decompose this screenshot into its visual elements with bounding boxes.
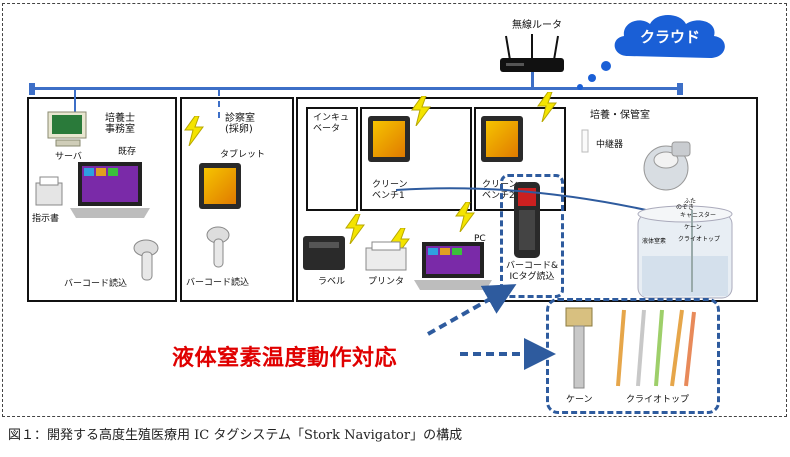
laptop-office-icon <box>70 162 150 218</box>
cryotop-label: クライオトップ <box>626 395 690 405</box>
cloud-icon <box>614 15 725 58</box>
barcode-ic-label: バーコード& ICタグ読込 <box>506 261 559 282</box>
printer-lab-label: プリンタ <box>368 277 405 287</box>
router-label: 無線ルータ <box>512 20 562 31</box>
bus-end-right <box>677 83 683 95</box>
tank-inlet-label: のぞき <box>676 204 695 211</box>
tank-cryotop-label: クライオトップ <box>678 236 721 243</box>
office-drop <box>74 90 76 112</box>
liquid-nitrogen-dewar-icon <box>643 141 691 191</box>
tablet-exam-icon <box>199 163 241 209</box>
tablet-bench1-icon <box>368 116 410 162</box>
router-icon <box>500 34 564 72</box>
router-drop <box>531 72 534 88</box>
tank-link-line <box>396 187 647 211</box>
tablet-bench2-icon <box>481 116 523 162</box>
office-room-label: 培養士 事務室 <box>105 113 135 135</box>
label-printer-label: ラベル <box>318 277 346 287</box>
printer-office-icon <box>35 176 63 206</box>
instruction-label: 指示書 <box>32 214 60 224</box>
network-bus <box>32 87 682 90</box>
wireless-bolt-icon <box>455 202 475 232</box>
handheld-reader-icon <box>514 182 540 258</box>
cryotop-icon <box>616 309 696 387</box>
printer-lab-icon <box>365 241 407 271</box>
culture-room-label: 培養・保管室 <box>590 110 650 121</box>
barcode-exam-label: バーコード読込 <box>186 278 250 288</box>
incubator-label: インキュ ベータ <box>313 113 350 134</box>
wireless-bolt-icon <box>411 96 431 126</box>
laptop-lab-icon <box>414 242 492 290</box>
tank-cane-label: ケーン <box>684 224 702 231</box>
tank-canister-label: キャニスター <box>680 212 717 219</box>
wireless-bolt-icon <box>537 92 557 122</box>
pc-label: PC <box>474 234 486 244</box>
existing-label: 既存 <box>118 147 137 157</box>
server-icon <box>47 111 87 147</box>
bench2-label: クリーン ベンチ2 <box>482 180 518 201</box>
wireless-bolt-icon <box>345 214 365 244</box>
exam-room-label: 診察室 (採卵) <box>225 113 255 135</box>
barcode-scanner-exam-icon <box>206 226 230 268</box>
label-printer-icon <box>303 236 345 270</box>
tank-nitrogen-label: 液体窒素 <box>642 238 667 245</box>
cane-label: ケーン <box>566 395 593 405</box>
incubator-room <box>306 107 358 211</box>
handheld-reader-group <box>500 174 564 298</box>
figure-caption: 図１：開発する高度生殖医療用 IC タグシステム「Stork Navigator… <box>8 428 463 443</box>
headline-text: 液体窒素温度動作対応 <box>172 346 398 371</box>
bench1-label: クリーン ベンチ1 <box>372 180 408 201</box>
system-boundary <box>2 3 787 417</box>
cane-cryotop-group <box>546 298 720 414</box>
server-label: サーバ <box>55 152 82 162</box>
cane-icon <box>565 307 593 389</box>
cloud-label: クラウド <box>640 28 701 46</box>
barcode-office-label: バーコード読込 <box>64 279 128 289</box>
nitrogen-tank-icon <box>637 205 733 299</box>
repeater-icon <box>581 129 589 153</box>
dashed-arrows <box>427 284 556 370</box>
repeater-label: 中継器 <box>596 140 624 150</box>
barcode-scanner-office-icon <box>133 239 159 281</box>
exam-drop <box>218 90 220 118</box>
bus-end-left <box>29 83 35 95</box>
tablet-label: タブレット <box>220 150 266 160</box>
wireless-bolt-icon <box>184 116 204 146</box>
tank-lid-label: ふた <box>684 198 697 205</box>
cloud-dots <box>577 61 611 90</box>
